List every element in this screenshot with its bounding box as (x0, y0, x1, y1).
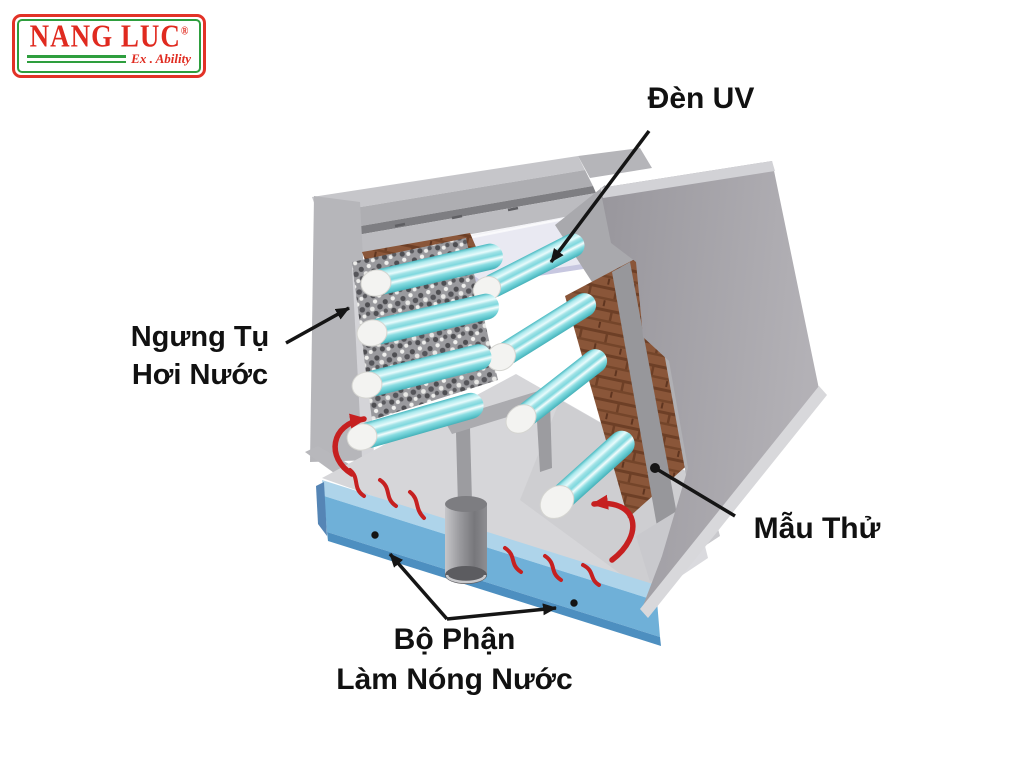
logo-double-lines (27, 55, 127, 64)
leader-condensation (285, 306, 350, 345)
brand-tagline: Ex . Ability (131, 51, 191, 67)
heater-dot-left (371, 531, 379, 539)
steam-wisp (581, 563, 601, 587)
brand-logo: NANG LUC® Ex . Ability (12, 14, 206, 79)
label-uv-lamp: Đèn UV (647, 82, 755, 115)
registered-mark: ® (180, 25, 189, 39)
label-test-sample: Mẫu Thử (753, 512, 881, 545)
steam-wisp (503, 546, 523, 574)
uv-lamp (346, 392, 484, 451)
annotations (285, 129, 736, 621)
label-condensation-line1: Ngưng Tụ (130, 321, 270, 353)
uv-lamp-bank-left (346, 243, 504, 451)
steam-wisp (543, 554, 563, 582)
steam-wisp (378, 478, 398, 508)
leader-heater-right (446, 603, 557, 621)
inner-wall (555, 185, 648, 282)
uv-lamp (505, 349, 608, 434)
steam-arrow (332, 413, 367, 477)
steam-wisp (348, 468, 366, 498)
door-panel (600, 161, 827, 618)
uv-lamp (486, 293, 597, 372)
uv-lamp (360, 243, 504, 297)
uv-lamp (539, 430, 635, 519)
uv-lamp (356, 293, 500, 347)
brand-logo-inner: NANG LUC® Ex . Ability (17, 18, 201, 74)
drain-pipe (445, 496, 487, 584)
steam-wisp (408, 490, 426, 520)
brand-tagline-row: Ex . Ability (27, 51, 191, 67)
leader-uv-lamp (549, 129, 651, 264)
steam-arrow (591, 494, 636, 563)
steam-arrows (332, 413, 636, 587)
uv-lamp (351, 344, 492, 399)
heater-dot-right (570, 599, 578, 607)
leader-test-sample-dot (650, 463, 660, 473)
label-condensation: Ngưng Tụ Hơi Nước (105, 318, 295, 394)
label-heater-line1: Bộ Phận (393, 623, 516, 656)
chamber-lid (312, 148, 652, 258)
brand-name: NANG LUC® (29, 18, 189, 54)
label-condensation-line2: Hơi Nước (131, 359, 269, 391)
leader-test-sample (654, 466, 736, 518)
label-heater-line2: Làm Nóng Nước (336, 663, 573, 696)
label-heater: Bộ Phận Làm Nóng Nước (312, 620, 597, 700)
leader-heater-left (388, 552, 449, 621)
